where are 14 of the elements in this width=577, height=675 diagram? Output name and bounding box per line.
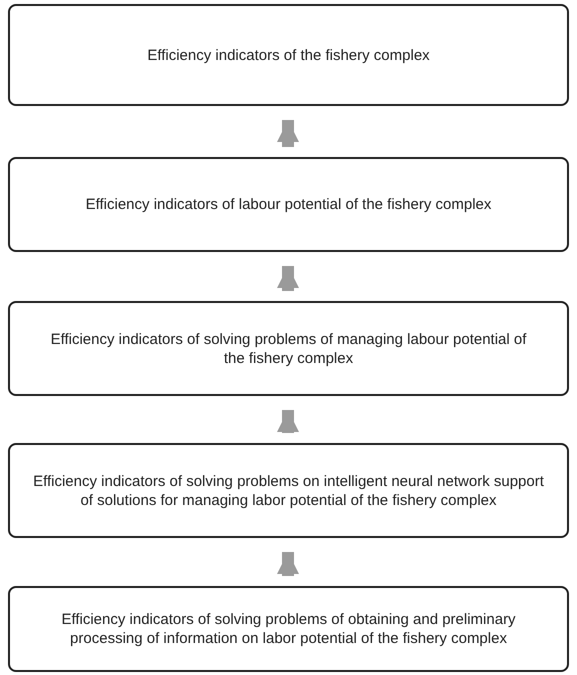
block-arrow — [277, 266, 299, 291]
process-box — [8, 157, 569, 252]
box-text: Efficiency indicators of solving problems of managing labour potential of the fishery complex — [50, 330, 527, 368]
box-text: Efficiency indicators of the fishery complex — [147, 46, 430, 64]
box-text: Efficiency indicators of labour potential of the fishery complex — [86, 195, 492, 214]
block-arrow — [277, 410, 299, 433]
process-box — [8, 443, 569, 538]
block-arrow — [277, 552, 299, 576]
process-box — [8, 301, 569, 396]
process-box — [8, 586, 569, 672]
block-arrow — [277, 120, 299, 147]
process-box — [8, 4, 569, 106]
box-text: Efficiency indicators of solving problems on intelligent neural network support of solutions for managing labor potential of the fishery complex — [32, 472, 545, 510]
box-text: Efficiency indicators of solving problems of obtaining and preliminary processing of information on labor potential of the fishery complex — [60, 610, 517, 648]
